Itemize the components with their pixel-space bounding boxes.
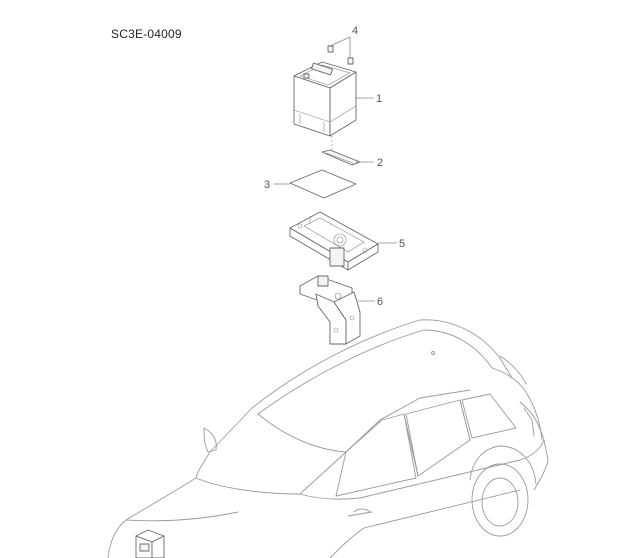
battery-tray xyxy=(289,211,379,271)
vehicle-outline xyxy=(107,319,549,558)
bolt-pair xyxy=(327,36,354,65)
battery-clamp xyxy=(321,149,361,166)
callout-4: 4 xyxy=(352,25,358,37)
callout-5: 5 xyxy=(399,238,405,250)
callout-3: 3 xyxy=(264,179,270,191)
callout-1: 1 xyxy=(376,93,382,105)
battery-location-indicator xyxy=(135,529,165,558)
callout-2: 2 xyxy=(377,157,383,169)
insulation-pad xyxy=(289,169,357,199)
diagram-code: SC3E-04009 xyxy=(111,27,182,41)
callout-6: 6 xyxy=(377,296,383,308)
tray-bracket xyxy=(299,275,361,345)
battery xyxy=(293,61,357,137)
